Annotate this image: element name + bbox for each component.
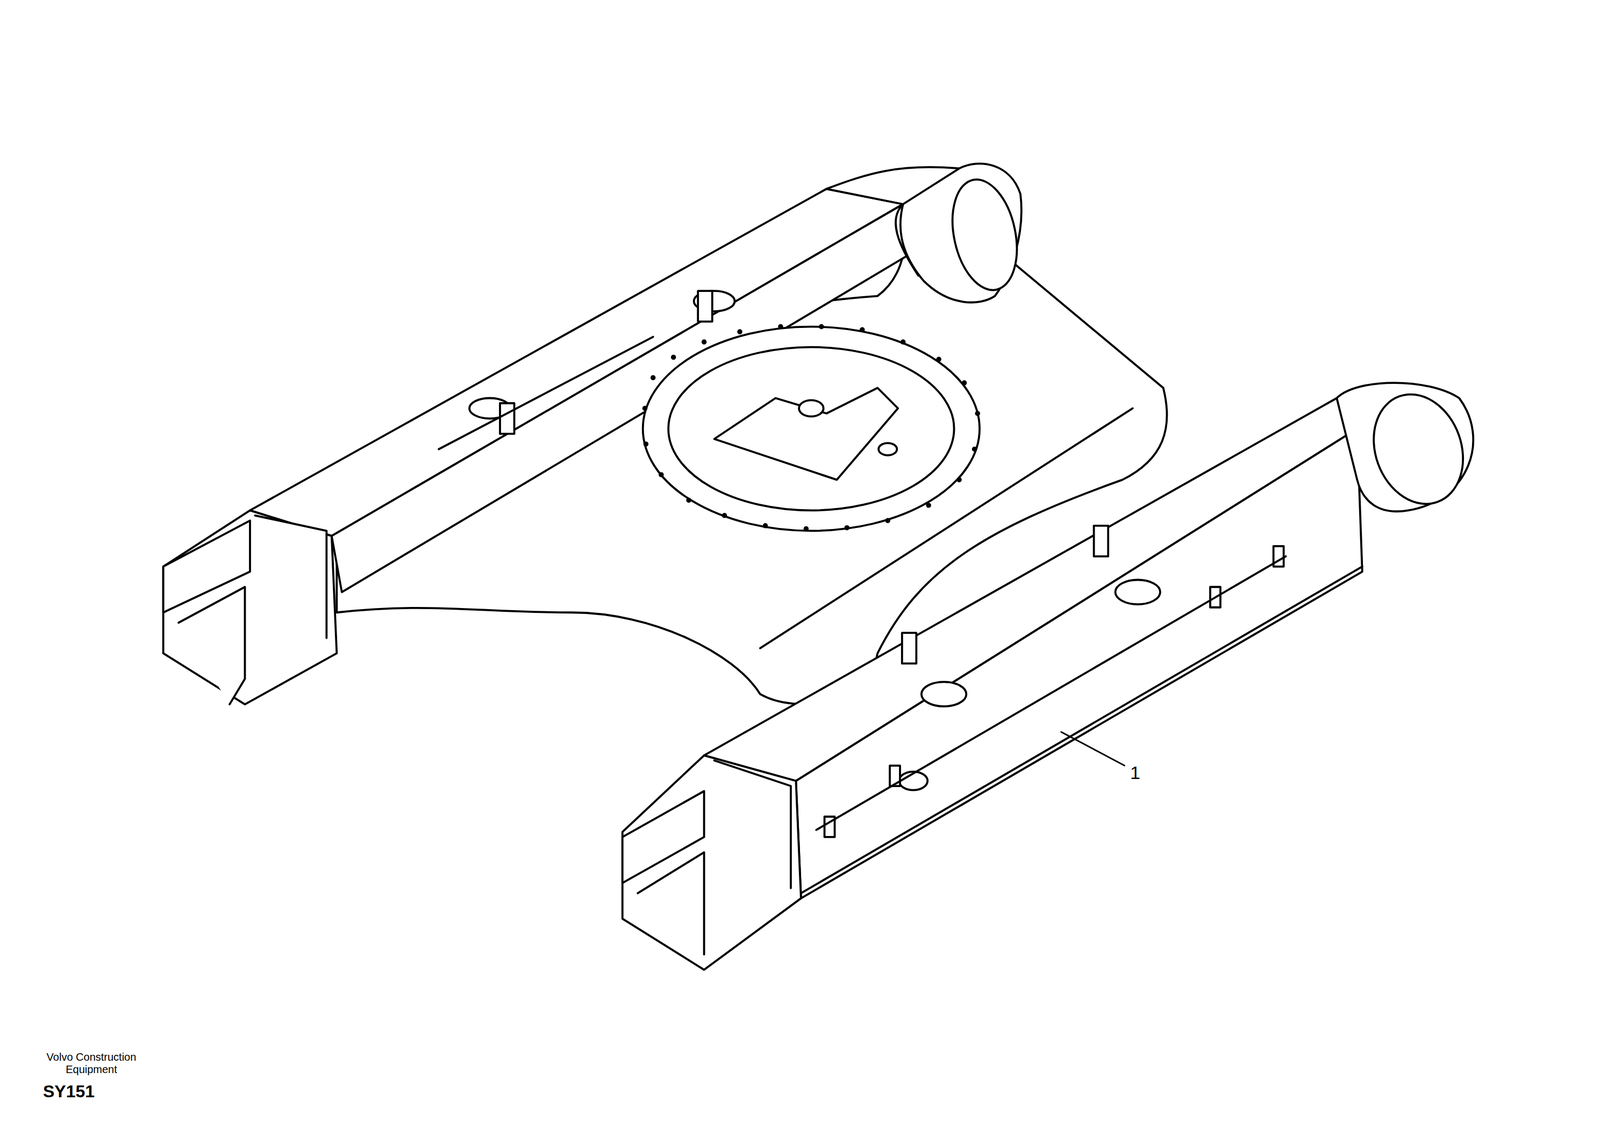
publisher-note: Volvo Construction Equipment — [26, 1051, 156, 1076]
figure-code: SY151 — [43, 1081, 140, 1102]
callout-number: 1 — [1130, 762, 1163, 784]
